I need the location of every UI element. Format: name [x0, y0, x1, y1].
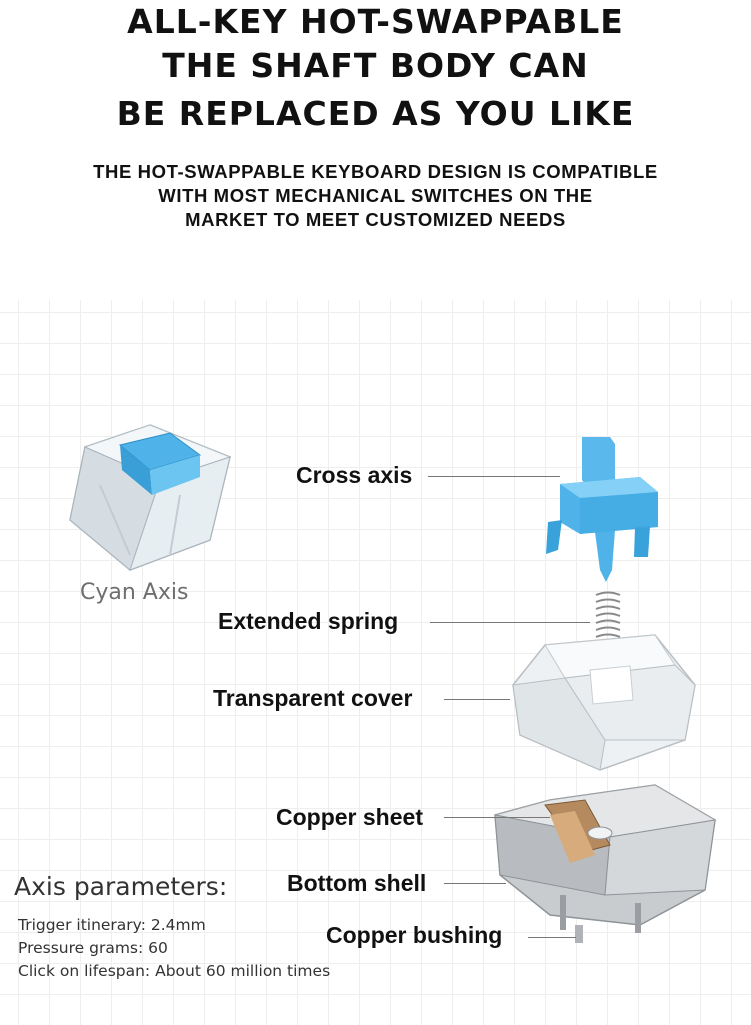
label-bottom-shell: Bottom shell — [287, 870, 427, 896]
bottom-shell-illustration — [494, 784, 717, 943]
headline-line-1: ALL-KEY HOT-SWAPPABLE — [127, 2, 624, 41]
leader-copper-sheet — [444, 817, 550, 818]
subheadline-line-2: WITH MOST MECHANICAL SWITCHES ON THE — [158, 185, 593, 206]
leader-extended-spring — [430, 622, 590, 623]
label-copper-bushing: Copper bushing — [326, 922, 503, 948]
leader-copper-bushing — [528, 937, 576, 938]
parameters-title: Axis parameters: — [14, 872, 228, 901]
headline-line-2: THE SHAFT BODY CAN — [162, 46, 589, 85]
parameter-trigger-itinerary: Trigger itinerary: 2.4mm — [18, 916, 206, 934]
subheadline-line-1: THE HOT-SWAPPABLE KEYBOARD DESIGN IS COM… — [93, 161, 658, 182]
cyan-switch-illustration — [69, 424, 232, 571]
parameter-lifespan: Click on lifespan: About 60 million time… — [18, 962, 331, 980]
label-transparent-cover: Transparent cover — [213, 685, 413, 711]
leader-transparent-cover — [444, 699, 510, 700]
transparent-cover-illustration — [512, 634, 696, 771]
switch-caption: Cyan Axis — [80, 580, 189, 605]
leader-cross-axis — [428, 476, 560, 477]
cross-axis-stem-illustration — [546, 437, 658, 582]
label-extended-spring: Extended spring — [218, 608, 399, 634]
subheadline-line-3: MARKET TO MEET CUSTOMIZED NEEDS — [185, 209, 566, 230]
parameter-pressure-grams: Pressure grams: 60 — [18, 939, 168, 957]
label-copper-sheet: Copper sheet — [276, 804, 423, 830]
leader-bottom-shell — [444, 883, 506, 884]
label-cross-axis: Cross axis — [296, 462, 413, 488]
headline-line-3: BE REPLACED AS YOU LIKE — [116, 94, 635, 133]
